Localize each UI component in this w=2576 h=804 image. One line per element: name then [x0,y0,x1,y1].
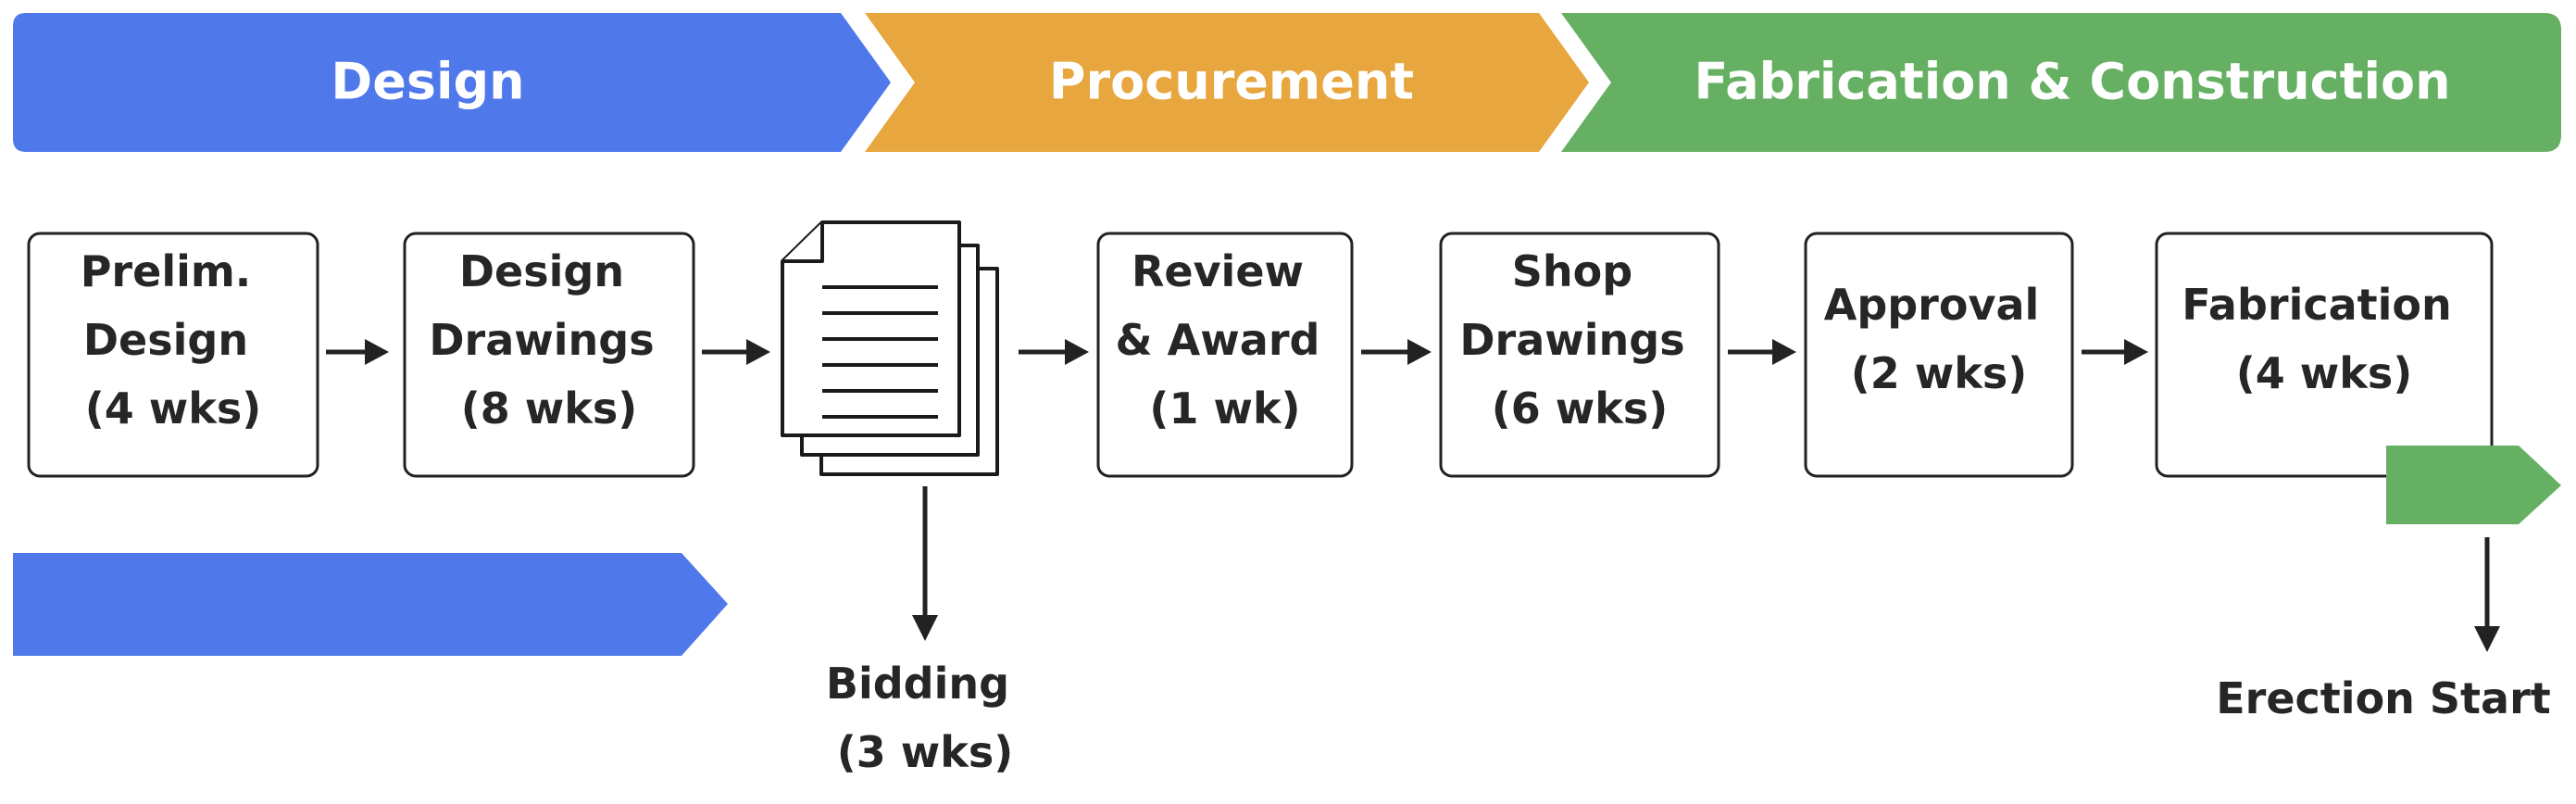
erection-start-label: Erection Start [2216,673,2551,723]
step-prelim-design-text: Prelim. Design (4 wks) [81,246,267,433]
step-approval-text: Approval (2 wks) [1824,280,2055,398]
step-shop-drawings-text: Shop Drawings (6 wks) [1459,246,1699,433]
step-approval: Approval (2 wks) [1804,232,2074,478]
fabrication-tag-arrow [2386,446,2561,524]
step-shop-drawings: Shop Drawings (6 wks) [1439,232,1720,478]
step-prelim-design: Prelim. Design (4 wks) [27,232,319,478]
arrow-prelim-to-design-drawings [326,339,389,365]
arrow-design-drawings-to-bidding [702,339,770,365]
phase-fabrication-banner [1561,13,2561,152]
document-stack-icon [781,220,999,476]
arrow-bidding-to-review [1019,339,1089,365]
arrow-bidding-down [912,486,938,641]
step-design-drawings: Design Drawings (8 wks) [403,232,695,478]
arrow-shop-drawings-to-approval [1728,339,1796,365]
phase-fabrication-label: Fabrication & Construction [1694,53,2450,111]
arrow-review-to-shop-drawings [1361,339,1432,365]
bidding-label: Bidding (3 wks) [826,659,1024,777]
step-fabrication: Fabrication (4 wks) [2155,232,2494,478]
phase-design-label: Design [331,53,524,111]
design-duration-bar [13,553,728,656]
phase-design-banner [13,13,891,152]
arrow-approval-to-fabrication [2082,339,2148,365]
phase-procurement-banner [865,13,1589,152]
step-review-award: Review & Award (1 wk) [1096,232,1354,478]
phase-procurement-label: Procurement [1049,53,1414,111]
step-design-drawings-text: Design Drawings (8 wks) [429,246,669,433]
arrow-erection-down [2474,537,2500,652]
step-review-award-text: Review & Award (1 wk) [1116,246,1335,433]
step-fabrication-text: Fabrication (4 wks) [2182,280,2467,398]
